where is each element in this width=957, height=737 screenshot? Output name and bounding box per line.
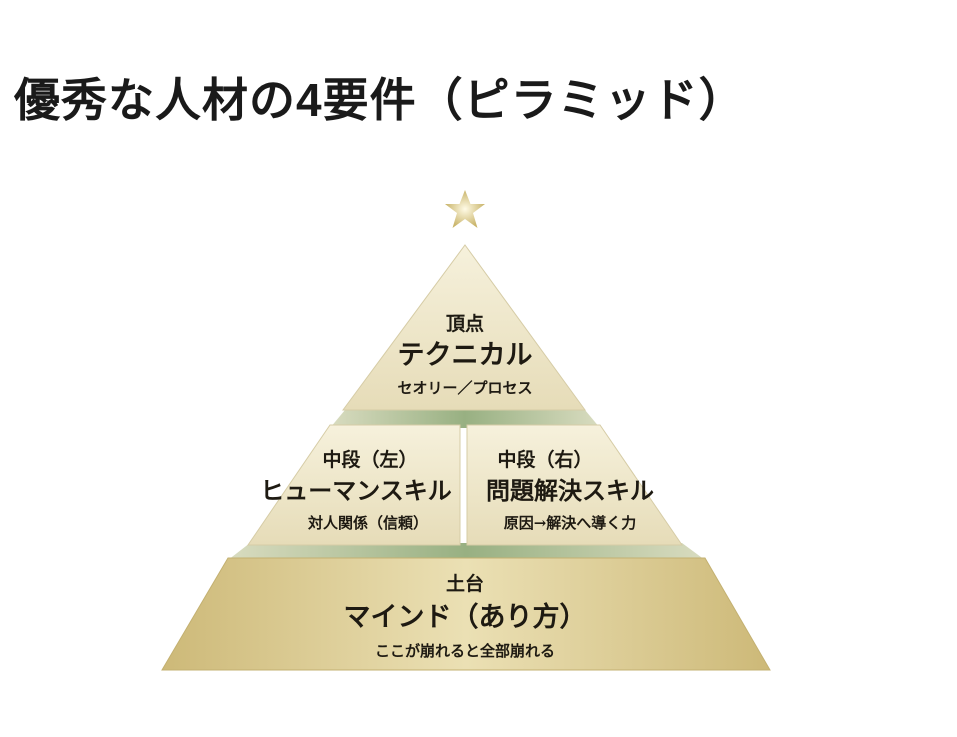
tier-middle-right-level: 中段（右） xyxy=(497,448,592,471)
tier-middle-right-desc: 原因→解決へ導く力 xyxy=(504,514,637,532)
tier-middle-left-level: 中段（左） xyxy=(322,448,417,471)
tier-top: 頂点 テクニカル セオリー／プロセス xyxy=(342,244,586,411)
tier-base: 土台 マインド（あり方） ここが崩れると全部崩れる xyxy=(161,557,771,671)
star-icon xyxy=(445,190,485,228)
tier-base-level: 土台 xyxy=(446,572,484,595)
band-upper xyxy=(330,410,600,428)
tier-top-level: 頂点 xyxy=(446,313,484,335)
tier-top-desc: セオリー／プロセス xyxy=(397,379,532,397)
tier-base-name: マインド（あり方） xyxy=(344,601,587,633)
tier-base-desc: ここが崩れると全部崩れる xyxy=(375,642,555,660)
tier-middle-left: 中段（左） ヒューマンスキル 対人関係（信頼） xyxy=(247,424,461,546)
tier-middle-right-name: 問題解決スキル xyxy=(486,476,654,505)
tier-top-name: テクニカル xyxy=(398,340,533,371)
tier-middle-left-name: ヒューマンスキル xyxy=(260,476,452,505)
band-lower xyxy=(228,543,705,560)
tier-middle-right: 中段（右） 問題解決スキル 原因→解決へ導く力 xyxy=(466,424,683,546)
page-title: 優秀な人材の4要件（ピラミッド） xyxy=(14,74,746,126)
tier-middle-left-desc: 対人関係（信頼） xyxy=(307,514,428,532)
